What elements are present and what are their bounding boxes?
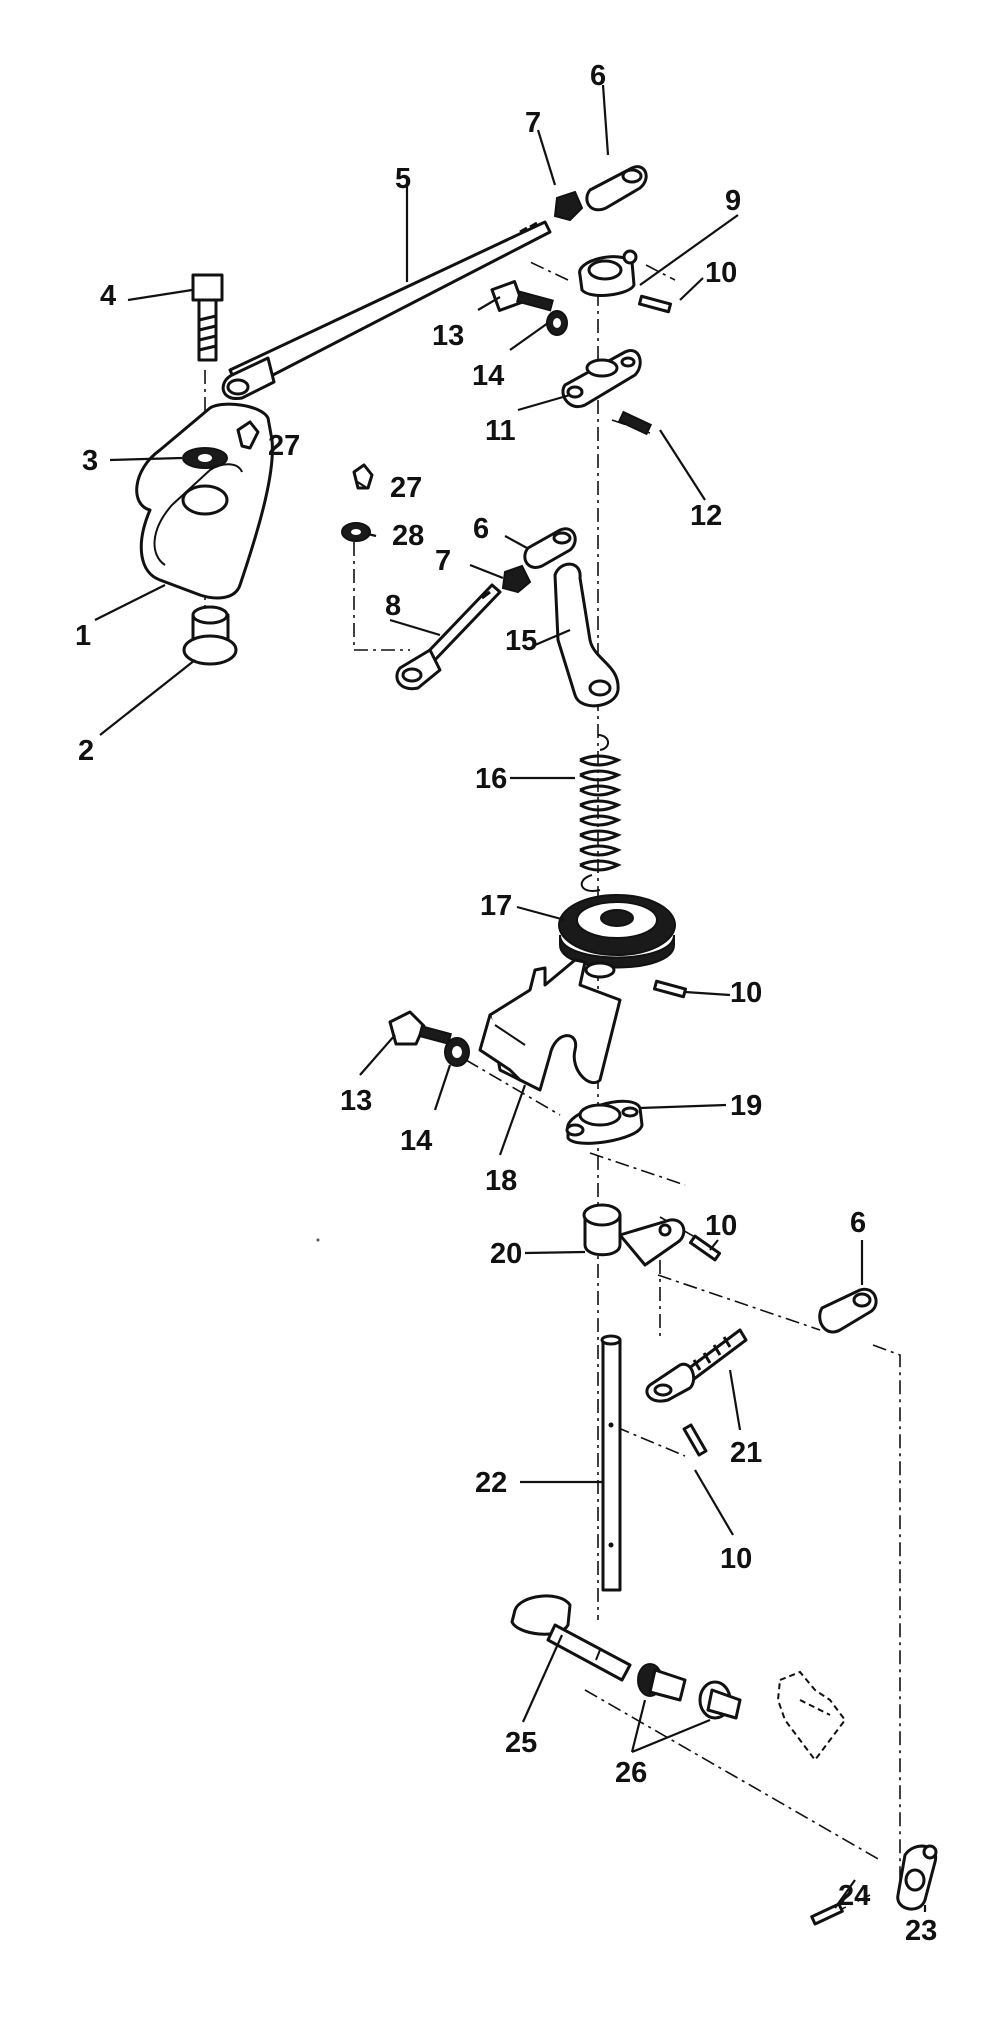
callout-11: 11 xyxy=(485,415,516,447)
part-8-link-rod xyxy=(395,583,502,691)
callout-27a: 27 xyxy=(268,430,300,462)
part-21-threaded-link xyxy=(645,1328,748,1403)
part-7-nut-top xyxy=(553,190,584,222)
part-13-screw-mid xyxy=(388,1010,453,1046)
callout-15: 15 xyxy=(505,625,537,657)
callout-16: 16 xyxy=(475,763,507,795)
callout-10a: 10 xyxy=(705,257,737,289)
callout-labels: 1 2 3 27 4 5 6 7 9 10 13 14 11 12 27 28 … xyxy=(75,60,937,1947)
part-19-collar xyxy=(565,1099,644,1145)
part-12-spring-pin xyxy=(617,410,653,436)
callout-18: 18 xyxy=(485,1165,517,1197)
callout-10b: 10 xyxy=(730,977,762,1009)
callout-17: 17 xyxy=(480,890,512,922)
part-17-spool xyxy=(558,894,676,979)
callout-26: 26 xyxy=(615,1757,647,1789)
callout-8: 8 xyxy=(385,590,401,622)
part-26-bushings xyxy=(637,1663,742,1720)
part-5-link-rod xyxy=(221,220,552,400)
callout-4: 4 xyxy=(100,280,116,312)
callout-23: 23 xyxy=(905,1915,937,1947)
part-18-bracket xyxy=(478,958,622,1092)
part-3-washer xyxy=(182,447,228,469)
part-13-screw-top xyxy=(490,280,554,312)
callout-25: 25 xyxy=(505,1727,537,1759)
callout-14a: 14 xyxy=(472,360,504,392)
callout-6a: 6 xyxy=(590,60,606,92)
part-10-pins xyxy=(637,294,722,1457)
part-2-bushing xyxy=(182,605,238,666)
callout-12: 12 xyxy=(690,500,722,532)
phantom-mount xyxy=(776,1670,847,1762)
part-16-spring xyxy=(579,734,622,892)
part-15-arm xyxy=(553,562,620,708)
callout-9: 9 xyxy=(725,185,741,217)
part-24-pin xyxy=(810,1902,844,1926)
callout-2: 2 xyxy=(78,735,94,767)
callout-6b: 6 xyxy=(473,513,489,545)
callout-13b: 13 xyxy=(340,1085,372,1117)
callout-21: 21 xyxy=(730,1437,762,1469)
part-27-ball-stud xyxy=(236,420,374,490)
part-6-socket-top xyxy=(585,165,648,212)
part-9-lever xyxy=(578,249,638,297)
callout-7b: 7 xyxy=(435,545,451,577)
callout-24: 24 xyxy=(838,1880,870,1912)
part-6-socket-low xyxy=(818,1287,878,1334)
part-20-hub xyxy=(582,1203,686,1267)
part-14-washer-mid xyxy=(444,1037,470,1067)
callout-3: 3 xyxy=(82,445,98,477)
assembly-axes xyxy=(204,261,901,1913)
part-4-bolt xyxy=(191,273,224,362)
callout-7a: 7 xyxy=(525,107,541,139)
callout-27b: 27 xyxy=(390,472,422,504)
callout-14b: 14 xyxy=(400,1125,432,1157)
callout-5: 5 xyxy=(395,163,411,195)
part-14-washer-top xyxy=(546,310,568,336)
callout-28: 28 xyxy=(392,520,424,552)
part-28-washer xyxy=(341,522,371,542)
part-22-shaft xyxy=(600,1334,622,1592)
callout-20: 20 xyxy=(490,1238,522,1270)
part-6-socket-mid xyxy=(523,527,577,569)
callout-6c: 6 xyxy=(850,1207,866,1239)
callout-22: 22 xyxy=(475,1467,507,1499)
part-1-throttle-lever xyxy=(135,402,274,600)
callout-13a: 13 xyxy=(432,320,464,352)
leader-lines xyxy=(94,84,927,1912)
callout-10c: 10 xyxy=(705,1210,737,1242)
callout-1: 1 xyxy=(75,620,91,652)
part-11-clamp xyxy=(561,349,642,409)
callout-10d: 10 xyxy=(720,1543,752,1575)
stray-mark xyxy=(316,1238,320,1242)
part-23-lever xyxy=(896,1844,938,1911)
part-7-nut-mid xyxy=(501,564,532,594)
callout-19: 19 xyxy=(730,1090,762,1122)
part-25-clevis-pin xyxy=(510,1594,632,1682)
